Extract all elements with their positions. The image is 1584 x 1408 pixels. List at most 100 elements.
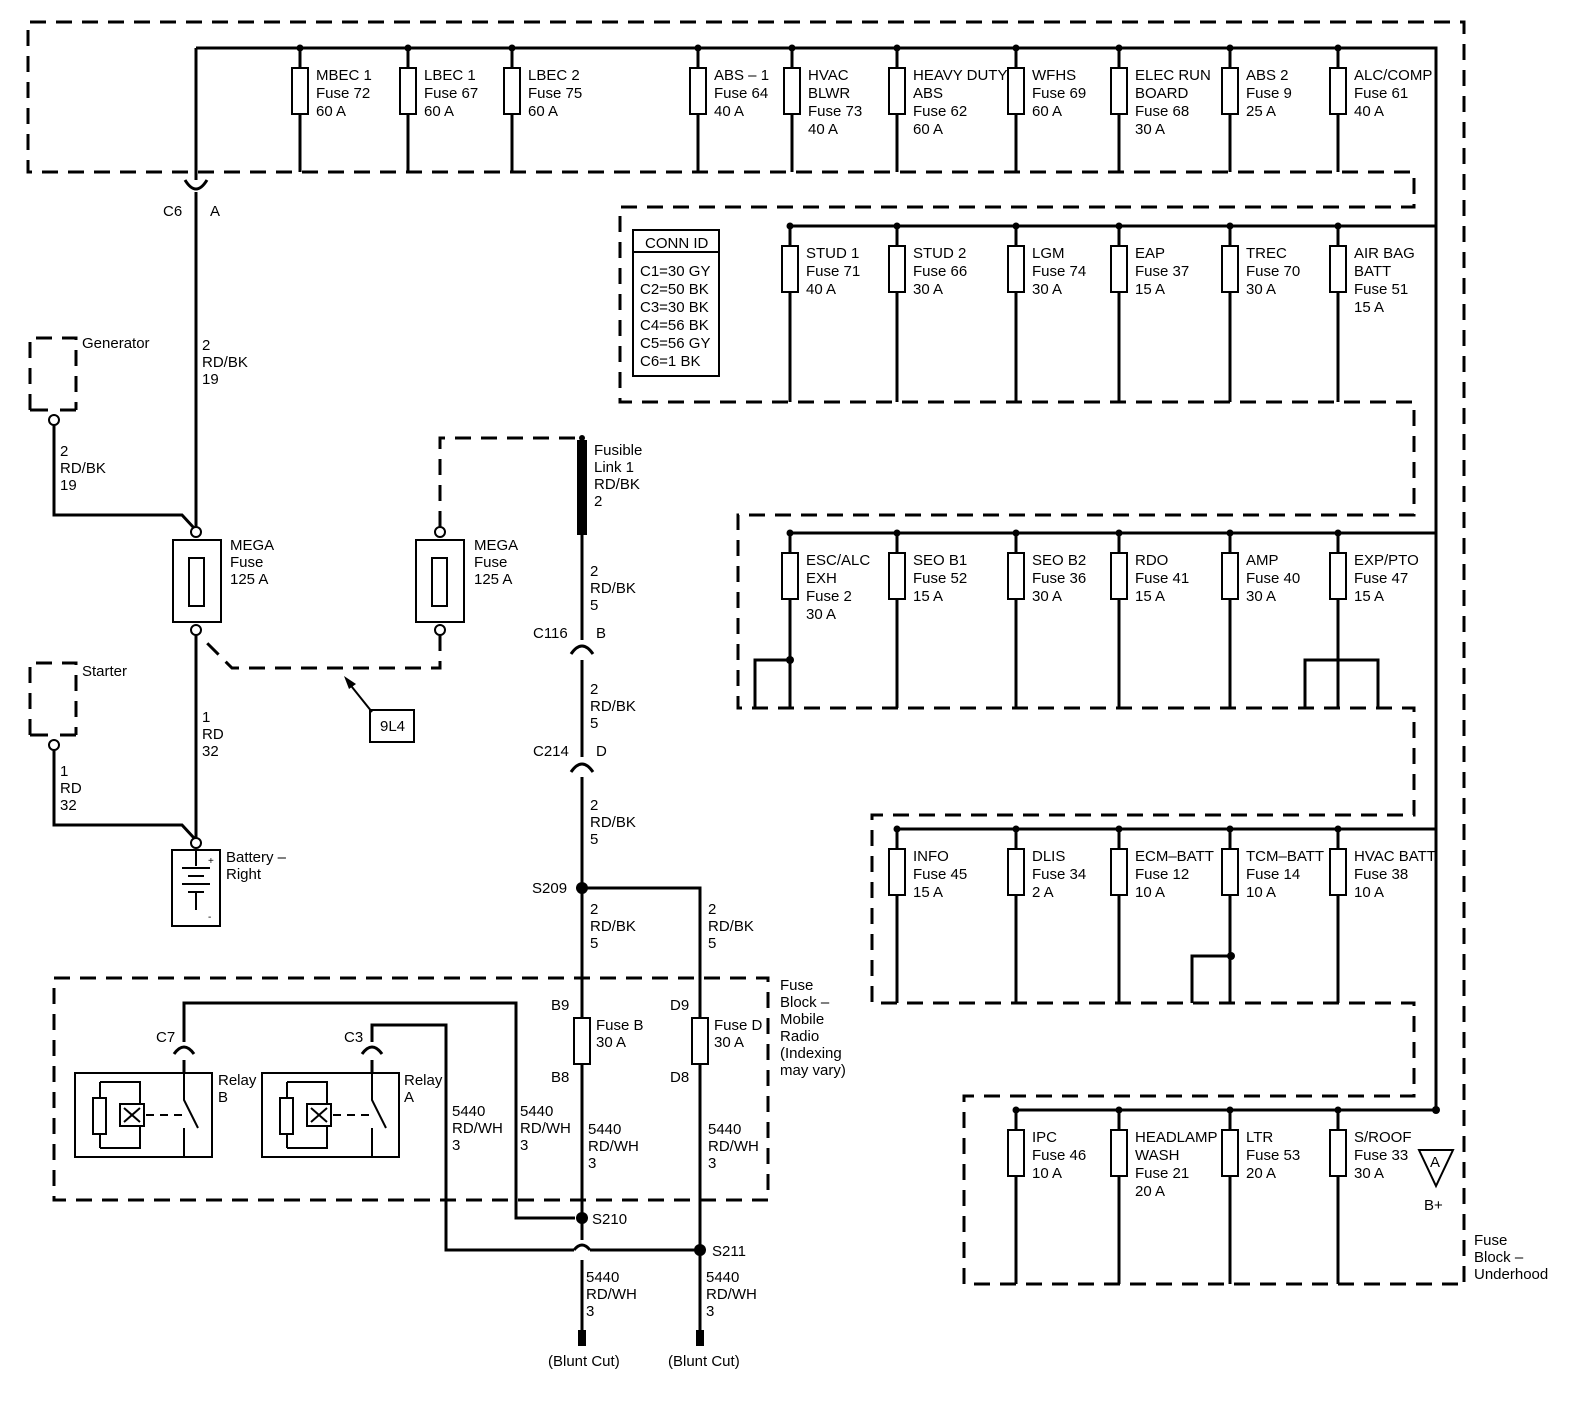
battery-plus-sign: + xyxy=(208,856,214,867)
starter-label: Starter xyxy=(82,663,127,680)
battery-label: Battery – Right xyxy=(226,849,290,883)
c3-label: C3 xyxy=(344,1029,363,1046)
fuse-jumpers xyxy=(753,656,1380,1003)
c214-pin: D xyxy=(596,743,607,760)
ref-9l4-label: 9L4 xyxy=(380,718,405,735)
conn-id-title: CONN ID xyxy=(645,235,709,252)
wire-fl-c116-label: 2 RD/BK 5 xyxy=(590,563,640,614)
mega-fuse-2-label: MEGA Fuse 125 A xyxy=(474,537,522,588)
fuse-b: B9 B8 Fuse B 30 A xyxy=(551,997,648,1086)
connector-c116: C116 B xyxy=(533,625,606,655)
blunt-cut-1-end xyxy=(578,1330,586,1346)
blunt-cut-1-label: (Blunt Cut) xyxy=(548,1353,620,1370)
mega-fuse-1: MEGA Fuse 125 A xyxy=(172,526,278,636)
c6-name: C6 xyxy=(163,203,182,220)
wire-c6-mega-label: 2 RD/BK 19 xyxy=(202,337,252,388)
fusible-link-label: Fusible Link 1 RD/BK 2 xyxy=(594,442,647,510)
wire-c116-c214-label: 2 RD/BK 5 xyxy=(590,681,640,732)
b-plus-letter: A xyxy=(1430,1154,1440,1171)
wire-generator-label: 2 RD/BK 19 xyxy=(60,443,110,494)
fuse-d-label: Fuse D 30 A xyxy=(714,1017,767,1051)
wire-crossover xyxy=(572,1243,592,1251)
starter: Starter xyxy=(28,661,127,751)
underhood-block-outline xyxy=(26,20,1466,1286)
splice-s209: S209 xyxy=(532,880,702,1018)
dashed-link-mega xyxy=(438,436,580,527)
b-plus-bus xyxy=(194,46,1438,1110)
conn-id-table: CONN ID C1=30 GY C2=50 BK C3=30 BK C4=56… xyxy=(632,229,720,377)
c214-name: C214 xyxy=(533,743,569,760)
c116-name: C116 xyxy=(533,625,568,642)
b-plus-label: B+ xyxy=(1424,1197,1443,1214)
connector-c214: C214 D xyxy=(533,743,607,773)
relay-a: Relay A xyxy=(261,1072,447,1158)
generator: Generator xyxy=(28,335,150,426)
relay-a-label: Relay A xyxy=(404,1072,447,1106)
splice-s210: S210 xyxy=(576,1211,627,1228)
connector-c3: C3 xyxy=(344,1029,384,1055)
wire-out-2-label: 5440 RD/WH 3 xyxy=(706,1269,761,1320)
c7-label: C7 xyxy=(156,1029,175,1046)
wire-relay-a-label: 5440 RD/WH 3 xyxy=(452,1103,507,1154)
connector-c6: C6 A xyxy=(163,179,220,220)
wire-generator-mega xyxy=(52,425,196,530)
battery-right: + - Battery – Right xyxy=(171,837,290,927)
b-plus-marker: A B+ xyxy=(1417,1106,1455,1214)
mega-fuse-1-label: MEGA Fuse 125 A xyxy=(230,537,278,588)
wire-fuse-b-out-label: 5440 RD/WH 3 xyxy=(588,1121,643,1172)
wire-relay-b xyxy=(182,1001,575,1220)
wire-c214-s209-label: 2 RD/BK 5 xyxy=(590,797,640,848)
c116-pin: B xyxy=(596,625,606,642)
fuse-b-label: Fuse B 30 A xyxy=(596,1017,648,1051)
wire-starter-label: 1 RD 32 xyxy=(60,763,86,814)
fuse-block-underhood-label: Fuse Block – Underhood xyxy=(1474,1232,1548,1283)
wire-starter-battery xyxy=(52,750,196,840)
splice-s211: S211 xyxy=(694,1243,746,1260)
c6-pin: A xyxy=(210,203,220,220)
ref-9l4: 9L4 xyxy=(344,676,415,743)
fuse-d: D9 D8 Fuse D 30 A xyxy=(670,997,767,1086)
